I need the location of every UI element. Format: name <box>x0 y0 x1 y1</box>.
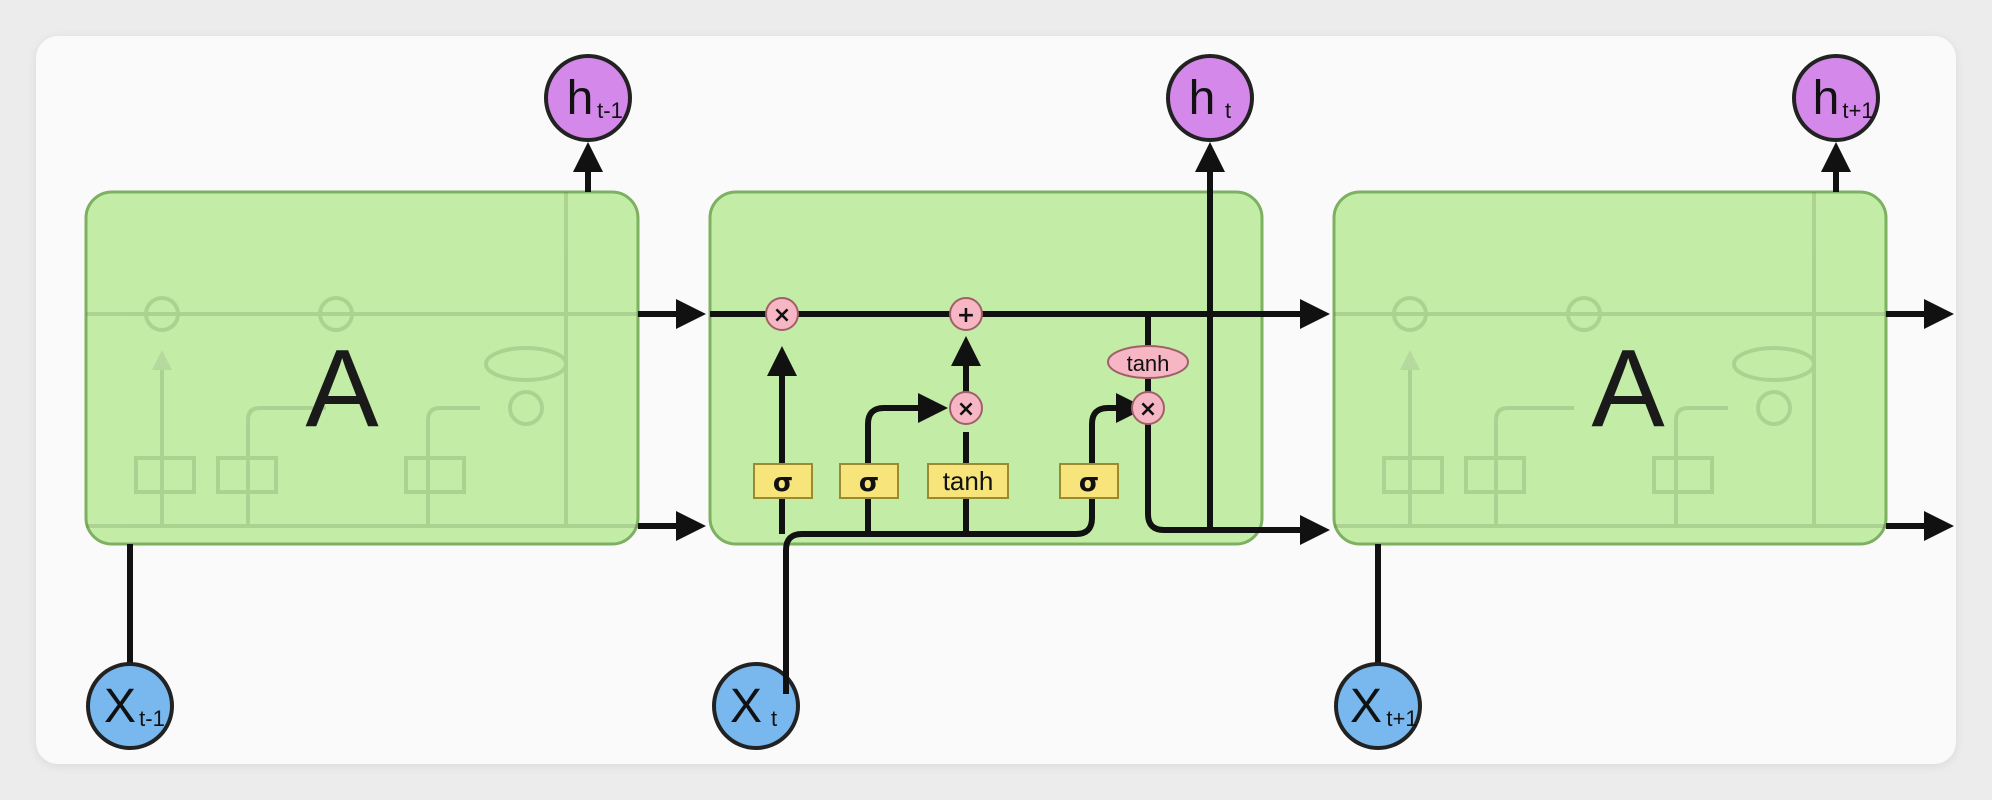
svg-text:h: h <box>1813 72 1840 125</box>
svg-text:t: t <box>771 706 777 731</box>
svg-text:+: + <box>957 303 975 328</box>
cell-left: A <box>84 190 640 546</box>
right-cell-ghost <box>1334 192 1886 528</box>
svg-text:tanh: tanh <box>943 466 994 496</box>
gate-forget: σ <box>753 463 813 499</box>
svg-text:X: X <box>730 680 762 733</box>
op-add: + <box>949 297 983 331</box>
gate-candidate: tanh <box>927 463 1009 499</box>
cell-middle-wires <box>710 142 1330 694</box>
op-input-multiply: × <box>949 391 983 425</box>
op-tanh: tanh <box>1107 345 1189 379</box>
cell-middle: σ σ tanh σ × + × × <box>708 142 1330 694</box>
cell-right-label: A <box>1591 327 1665 450</box>
svg-text:X: X <box>104 680 136 733</box>
op-forget-multiply: × <box>765 297 799 331</box>
svg-text:X: X <box>1350 680 1382 733</box>
gate-input: σ <box>839 463 899 499</box>
svg-text:×: × <box>1139 397 1157 422</box>
input-node-x-t: X t <box>712 662 800 750</box>
gate-output: σ <box>1059 463 1119 499</box>
op-output-multiply: × <box>1131 391 1165 425</box>
svg-text:σ: σ <box>859 468 879 498</box>
left-cell-ghost <box>86 192 638 528</box>
svg-text:t+1: t+1 <box>1842 98 1873 123</box>
input-node-x-t-plus-1: X t+1 <box>1334 662 1422 750</box>
input-node-x-t-minus-1: X t-1 <box>86 662 174 750</box>
svg-text:×: × <box>957 397 975 422</box>
outer-wires <box>127 142 1954 672</box>
svg-text:×: × <box>773 303 791 328</box>
svg-text:t: t <box>1225 98 1231 123</box>
svg-text:h: h <box>1189 72 1216 125</box>
svg-text:h: h <box>567 72 594 125</box>
output-node-h-t-plus-1: h t+1 <box>1792 54 1880 142</box>
svg-text:tanh: tanh <box>1127 351 1170 376</box>
svg-text:σ: σ <box>773 468 793 498</box>
cell-left-label: A <box>305 327 379 450</box>
lstm-diagram: A A <box>84 54 1954 750</box>
svg-text:σ: σ <box>1079 468 1099 498</box>
diagram-card: A A <box>36 36 1956 764</box>
svg-text:t+1: t+1 <box>1386 706 1417 731</box>
output-node-h-t: h t <box>1166 54 1254 142</box>
svg-text:t-1: t-1 <box>597 98 623 123</box>
cell-right: A <box>1332 190 1888 546</box>
svg-text:t-1: t-1 <box>139 706 165 731</box>
output-node-h-t-minus-1: h t-1 <box>544 54 632 142</box>
